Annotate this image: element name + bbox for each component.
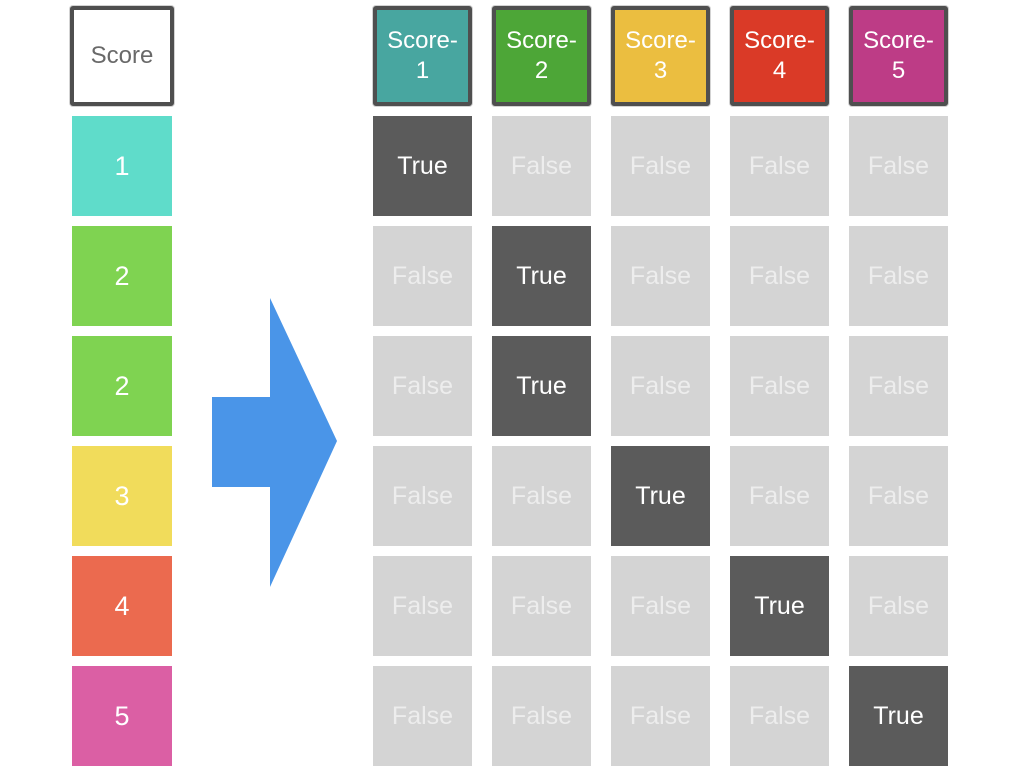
header-line: Score- (863, 27, 934, 54)
source-column-header-label: Score (90, 42, 154, 69)
encoded-cell-r4-c3: True (611, 446, 710, 546)
encoded-cell-r2-c2: True (492, 226, 591, 326)
score-value-box-5: 4 (72, 556, 172, 656)
encoded-cell-r5-c5: False (849, 556, 948, 656)
encoded-column-header-score-2: Score- 2 (492, 6, 591, 106)
one-hot-grid: Score- 1 Score- 2 Score- 3 Score- 4 Scor… (373, 6, 948, 766)
encoded-cell-r4-c1: False (373, 446, 472, 546)
header-line: Score- (744, 27, 815, 54)
header-line: 5 (891, 57, 906, 84)
encoded-cell-r4-c2: False (492, 446, 591, 546)
source-score-column: Score 1 2 2 3 4 5 (70, 6, 174, 766)
encoded-cell-r5-c1: False (373, 556, 472, 656)
encoded-cell-r1-c2: False (492, 116, 591, 216)
encoded-cell-r1-c4: False (730, 116, 829, 216)
encoded-cell-r2-c1: False (373, 226, 472, 326)
header-line: 2 (534, 57, 549, 84)
encoded-cell-r5-c3: False (611, 556, 710, 656)
score-value-box-6: 5 (72, 666, 172, 766)
encoded-cell-r1-c1: True (373, 116, 472, 216)
right-arrow-icon (212, 298, 337, 587)
header-line: Score- (387, 27, 458, 54)
encoded-cell-r3-c5: False (849, 336, 948, 436)
score-value-box-3: 2 (72, 336, 172, 436)
encoded-cell-r4-c4: False (730, 446, 829, 546)
source-column-header: Score (70, 6, 174, 106)
encoded-cell-r3-c3: False (611, 336, 710, 436)
encoded-cell-r5-c2: False (492, 556, 591, 656)
encoded-cell-r1-c5: False (849, 116, 948, 216)
encoded-cell-r3-c1: False (373, 336, 472, 436)
encoded-cell-r5-c4: True (730, 556, 829, 656)
header-line: 4 (772, 57, 787, 84)
header-line: 1 (415, 57, 430, 84)
encoded-cell-r2-c4: False (730, 226, 829, 326)
score-value-box-4: 3 (72, 446, 172, 546)
header-line: 3 (653, 57, 668, 84)
encoded-cell-r6-c5: True (849, 666, 948, 766)
encoded-cell-r3-c4: False (730, 336, 829, 436)
encoded-cell-r6-c1: False (373, 666, 472, 766)
encoded-column-header-score-5: Score- 5 (849, 6, 948, 106)
encoded-cell-r6-c4: False (730, 666, 829, 766)
header-line: Score- (506, 27, 577, 54)
encoded-column-header-score-1: Score- 1 (373, 6, 472, 106)
score-value-box-1: 1 (72, 116, 172, 216)
encoded-cell-r6-c3: False (611, 666, 710, 766)
encoded-cell-r4-c5: False (849, 446, 948, 546)
encoded-cell-r2-c5: False (849, 226, 948, 326)
encoded-cell-r6-c2: False (492, 666, 591, 766)
encoded-column-header-score-4: Score- 4 (730, 6, 829, 106)
encoded-cell-r2-c3: False (611, 226, 710, 326)
header-line: Score- (625, 27, 696, 54)
score-value-box-2: 2 (72, 226, 172, 326)
encoded-cell-r3-c2: True (492, 336, 591, 436)
encoded-column-header-score-3: Score- 3 (611, 6, 710, 106)
encoded-cell-r1-c3: False (611, 116, 710, 216)
